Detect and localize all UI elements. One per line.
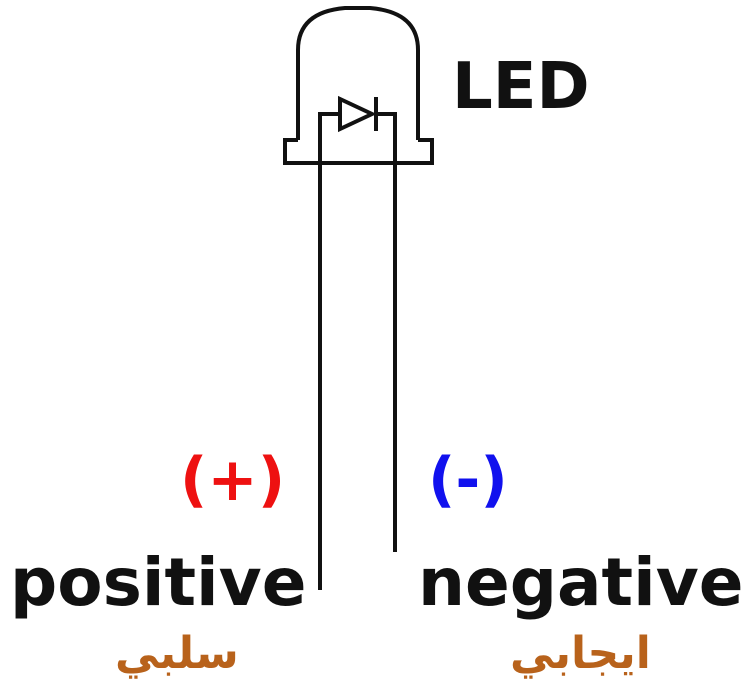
negative-arabic-label: ايجابي xyxy=(510,628,651,679)
diode-triangle-icon xyxy=(338,95,377,133)
negative-label: negative xyxy=(418,544,744,621)
diode-symbol xyxy=(338,95,378,133)
positive-label: positive xyxy=(10,544,307,621)
positive-arabic-label: سلبي xyxy=(115,628,239,679)
negative-sign: (-) xyxy=(428,445,508,515)
led-label: LED xyxy=(452,50,590,124)
positive-sign: (+) xyxy=(180,445,286,515)
led-body-outline xyxy=(283,6,434,165)
led-lead-frame xyxy=(318,112,397,163)
